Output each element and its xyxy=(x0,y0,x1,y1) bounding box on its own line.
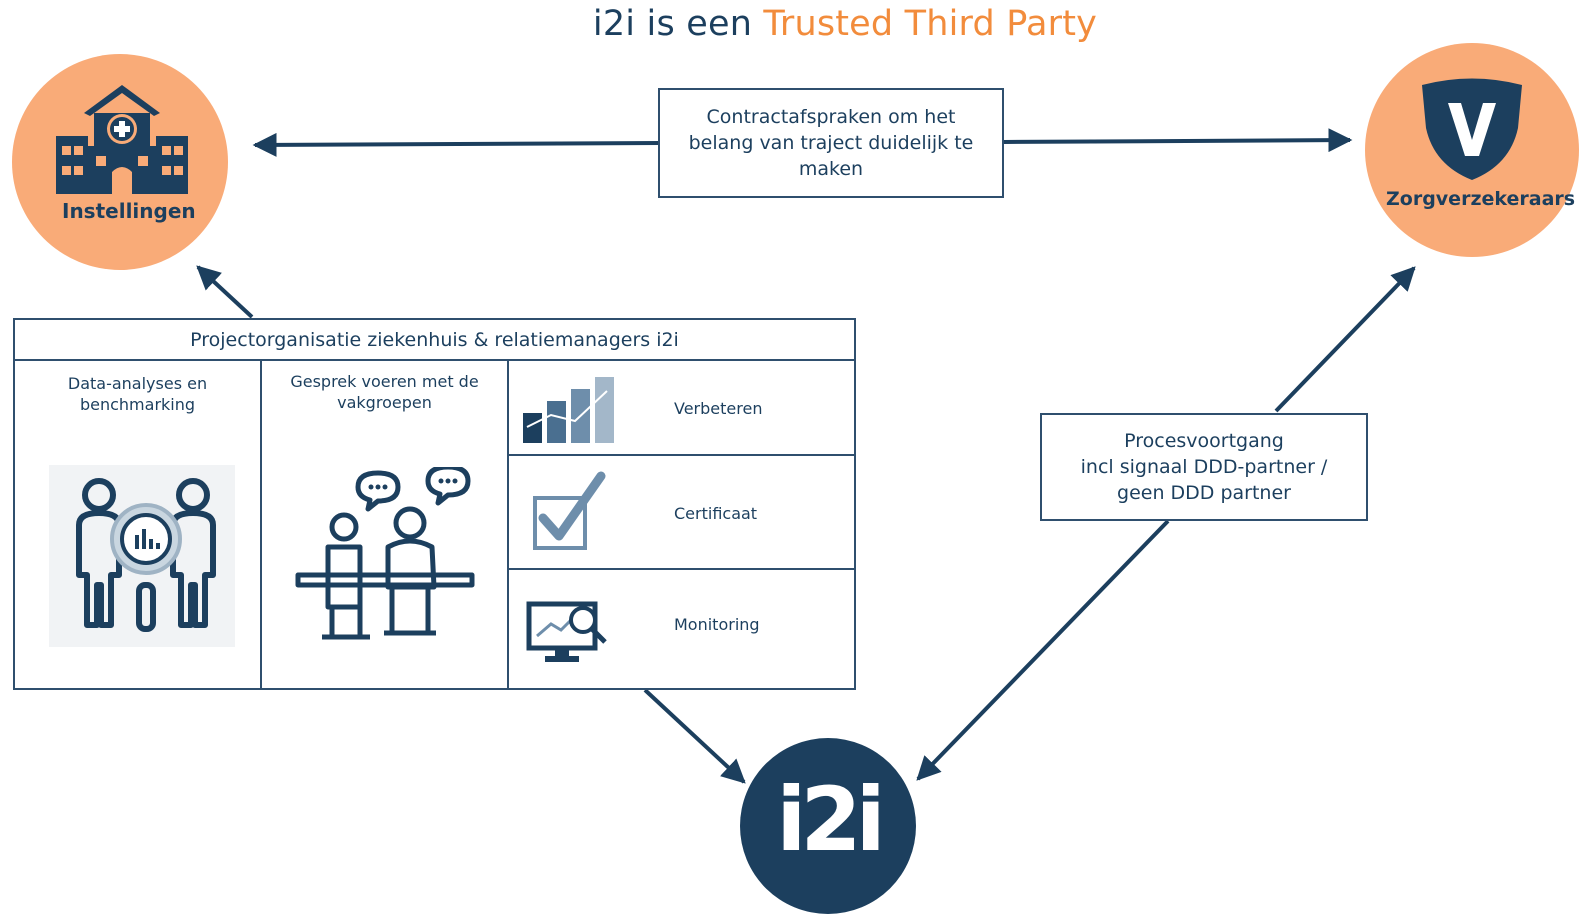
contract-box: Contractafspraken om het belang van traj… xyxy=(658,88,1004,198)
monitor-icon xyxy=(526,601,607,662)
data-analysis-icon xyxy=(49,465,235,647)
zorgverzekeraars-label: Zorgverzekeraars xyxy=(1386,188,1576,210)
certificaat-label: Certificaat xyxy=(674,504,758,523)
contract-text: Contractafspraken om het belang van traj… xyxy=(688,106,974,180)
process-box: Procesvoortgang incl signaal DDD-partner… xyxy=(1040,413,1368,521)
row-certificaat: Certificaat xyxy=(509,456,854,570)
verbeteren-label: Verbeteren xyxy=(674,399,763,418)
checkbox-icon xyxy=(533,471,606,550)
title-part2: Trusted Third Party xyxy=(763,4,1098,44)
process-line2: incl signaal DDD-partner / xyxy=(1080,456,1328,478)
meeting-column: Gesprek voeren met de vakgroepen xyxy=(262,361,509,690)
meeting-label: Gesprek voeren met de vakgroepen xyxy=(290,372,479,412)
actions-column: Verbeteren Certificaat Monitoring xyxy=(509,361,854,690)
arrow-project-to-i2i xyxy=(643,688,746,784)
monitoring-label: Monitoring xyxy=(674,615,760,634)
arrow-to-zorgverzekeraars xyxy=(1003,128,1353,153)
process-line3: geen DDD partner xyxy=(1117,482,1291,504)
bar-chart-icon xyxy=(523,377,614,443)
project-organisation-box: Projectorganisatie ziekenhuis & relatiem… xyxy=(13,318,856,690)
data-analysis-column: Data-analyses en benchmarking xyxy=(15,361,262,690)
title-part1: i2i is een xyxy=(592,4,764,44)
arrow-project-to-instellingen xyxy=(196,265,254,319)
process-line1: Procesvoortgang xyxy=(1124,430,1284,452)
arrow-process-to-zorgverzekeraars xyxy=(1274,266,1416,413)
row-verbeteren: Verbeteren xyxy=(509,361,854,456)
instellingen-label: Instellingen xyxy=(62,199,196,223)
meeting-icon xyxy=(295,467,475,640)
project-title: Projectorganisatie ziekenhuis & relatiem… xyxy=(15,320,854,361)
diagram-title: i2i is een Trusted Third Party xyxy=(0,4,1590,44)
arrow-process-to-i2i xyxy=(916,519,1170,781)
data-analysis-label: Data-analyses en benchmarking xyxy=(67,374,208,414)
arrow-to-instellingen xyxy=(252,132,661,157)
i2i-logo: i2i xyxy=(776,768,886,871)
row-monitoring: Monitoring xyxy=(509,570,854,690)
